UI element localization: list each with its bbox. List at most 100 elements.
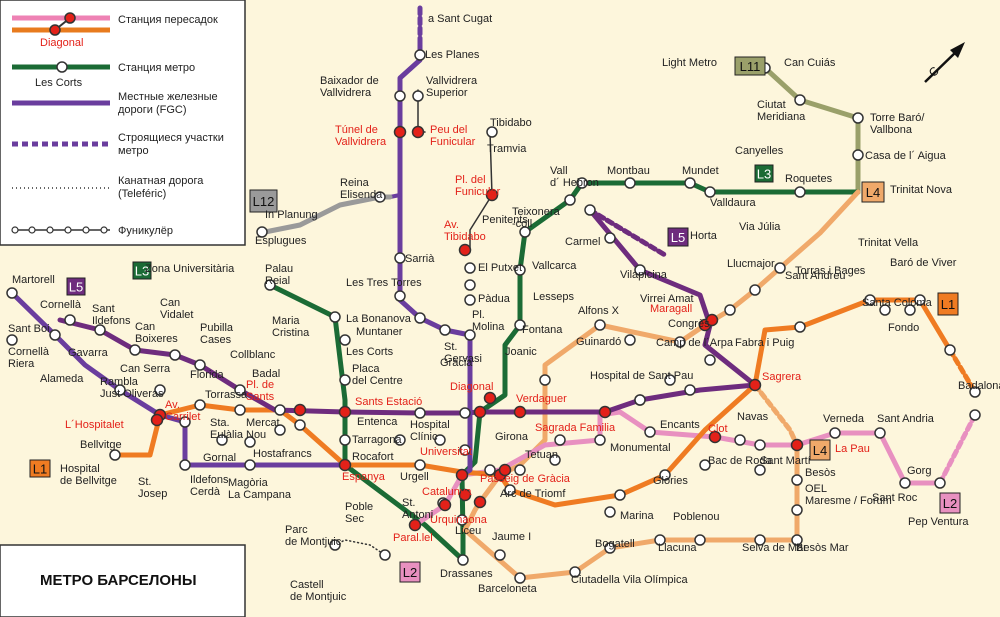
station-marker bbox=[576, 177, 588, 189]
station-label: Encants bbox=[660, 419, 700, 431]
station-marker bbox=[969, 409, 981, 421]
station-label: Les Planes bbox=[425, 49, 480, 61]
station-label: Les Tres Torres bbox=[346, 277, 422, 289]
station-label: Les Corts bbox=[346, 346, 394, 358]
line-badge-label: L4 bbox=[813, 443, 827, 458]
station-label: Vilapicina bbox=[620, 269, 668, 281]
station-marker bbox=[244, 436, 256, 448]
station-label: Sant Boi bbox=[8, 323, 50, 335]
legend-station-example: Les Corts bbox=[35, 77, 83, 89]
station-label: Muntaner bbox=[356, 326, 403, 338]
line-tramvia bbox=[469, 131, 493, 251]
legend-fgc-label-1: Местные железные bbox=[118, 91, 218, 103]
station-marker bbox=[64, 314, 76, 326]
station-label: Carmel bbox=[565, 236, 600, 248]
station-label: a Sant Cugat bbox=[428, 13, 492, 25]
station-marker bbox=[456, 514, 468, 526]
station-label: Torre Baró/Vallbona bbox=[870, 112, 925, 136]
station-marker bbox=[464, 329, 476, 341]
station-marker bbox=[791, 504, 803, 516]
station-marker bbox=[624, 334, 636, 346]
station-marker bbox=[379, 549, 391, 561]
station-marker bbox=[464, 294, 476, 306]
interchange-marker bbox=[458, 488, 472, 502]
station-label: Sant Martí bbox=[760, 455, 811, 467]
line-l2-construction bbox=[937, 412, 978, 486]
station-label: Paral.lel bbox=[393, 532, 433, 544]
station-label: Ciutadella Vila Olímpica bbox=[571, 574, 688, 586]
map-title: МЕТРО БАРСЕЛОНЫ bbox=[40, 572, 197, 589]
station-label: Diagonal bbox=[450, 381, 493, 393]
line-badge bbox=[861, 181, 885, 203]
station-label: Besòs Mar bbox=[796, 542, 849, 554]
station-marker bbox=[829, 427, 841, 439]
station-marker bbox=[459, 407, 471, 419]
station-label: Gorg bbox=[907, 465, 931, 477]
station-label: Baró de Viver bbox=[890, 257, 957, 269]
station-label: Lesseps bbox=[533, 291, 574, 303]
station-marker bbox=[699, 459, 711, 471]
station-marker bbox=[154, 384, 166, 396]
station-marker bbox=[899, 477, 911, 489]
station-marker bbox=[114, 384, 126, 396]
station-label: Horta bbox=[690, 230, 718, 242]
interchange-marker bbox=[483, 391, 497, 405]
station-label: Via Júlia bbox=[739, 221, 781, 233]
station-marker bbox=[486, 126, 498, 138]
station-label: Casa de l´ Aigua bbox=[865, 150, 947, 162]
station-marker bbox=[794, 94, 806, 106]
station-label: Fontana bbox=[522, 324, 563, 336]
station-marker bbox=[194, 359, 206, 371]
station-marker bbox=[644, 426, 656, 438]
station-marker bbox=[414, 407, 426, 419]
legend-construction-label-2: метро bbox=[118, 145, 149, 157]
station-marker bbox=[774, 262, 786, 274]
line-badge bbox=[937, 292, 959, 316]
station-label: Tetuan bbox=[525, 449, 558, 461]
station-label: Collblanc bbox=[230, 349, 276, 361]
station-marker bbox=[329, 539, 341, 551]
interchange-marker bbox=[705, 313, 719, 327]
interchange-marker bbox=[438, 498, 452, 512]
line-badge bbox=[939, 492, 961, 514]
station-label: Maragall bbox=[650, 303, 692, 315]
legend-interchange-example: Diagonal bbox=[40, 37, 83, 49]
station-label: Zona Universitària bbox=[145, 263, 235, 275]
station-marker bbox=[852, 149, 864, 161]
station-label: Pàdua bbox=[478, 293, 511, 305]
station-marker bbox=[464, 279, 476, 291]
station-marker bbox=[109, 449, 121, 461]
interchange-marker bbox=[473, 405, 487, 419]
line-badge bbox=[29, 459, 51, 478]
station-label: Gornal bbox=[203, 452, 236, 464]
station-label: Hospital de Sant Pau bbox=[590, 370, 693, 382]
station-label: Sagrada Familia bbox=[535, 422, 616, 434]
line-badge bbox=[66, 277, 86, 296]
line-l5-construction bbox=[587, 207, 668, 258]
station-label: Canyelles bbox=[735, 145, 784, 157]
station-label: Penitents bbox=[482, 214, 528, 226]
station-label: Gràcia bbox=[440, 357, 473, 369]
station-marker bbox=[904, 304, 916, 316]
station-marker bbox=[754, 439, 766, 451]
station-label: Llucmajor bbox=[727, 258, 775, 270]
station-marker bbox=[684, 384, 696, 396]
station-marker bbox=[504, 484, 516, 496]
station-marker bbox=[749, 284, 761, 296]
station-marker bbox=[514, 264, 526, 276]
station-label: Sant Andria bbox=[877, 413, 935, 425]
line-badge bbox=[399, 561, 421, 583]
station-marker bbox=[584, 204, 596, 216]
station-marker bbox=[234, 404, 246, 416]
line-badge-label: L2 bbox=[403, 565, 417, 580]
